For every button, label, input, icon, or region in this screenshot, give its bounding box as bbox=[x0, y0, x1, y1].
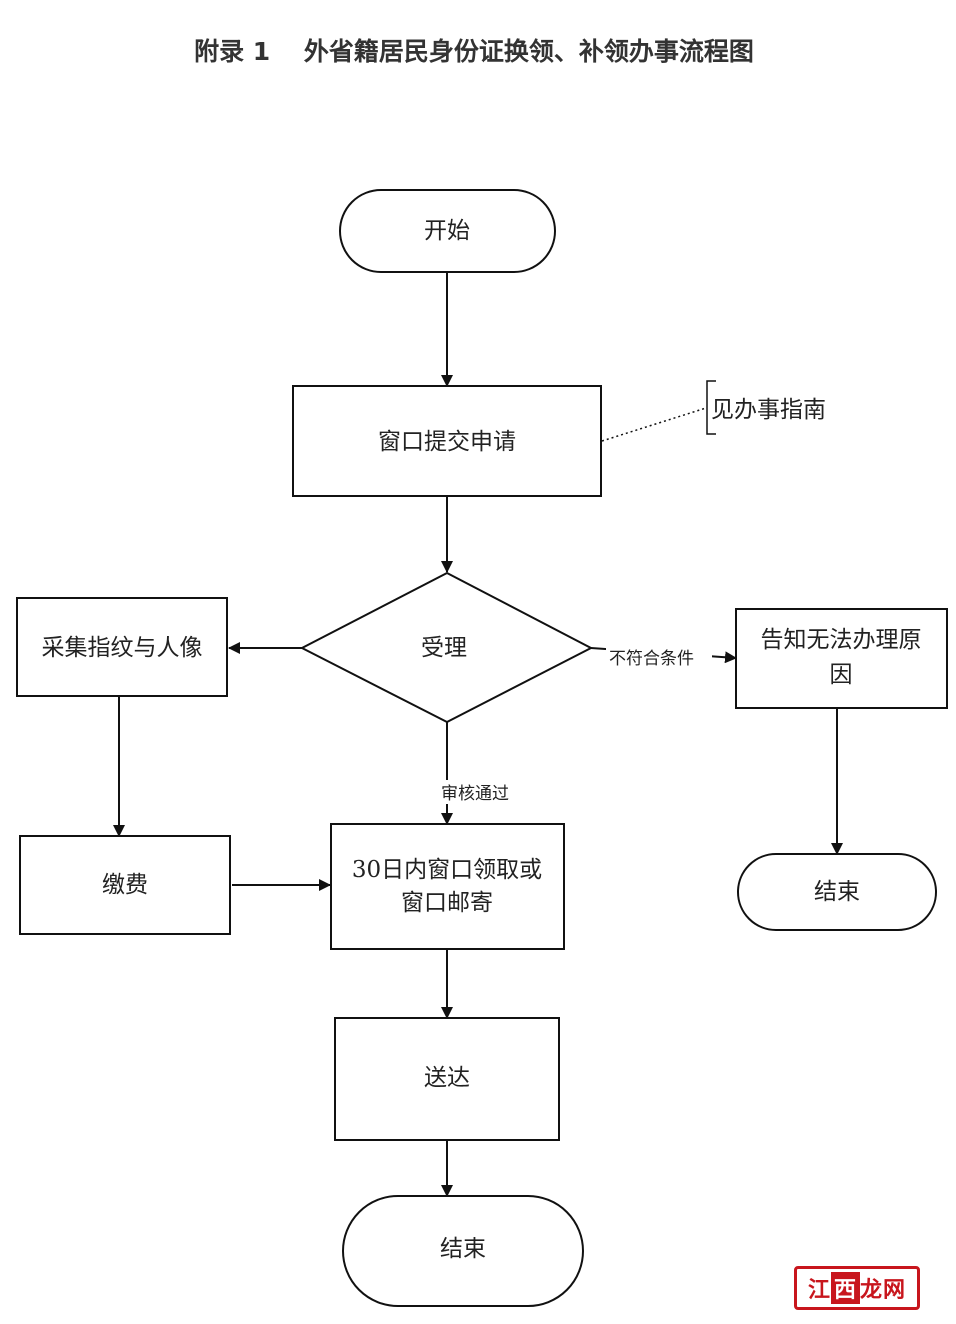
pickup-label-line1: 30日内窗口领取或 bbox=[352, 857, 542, 883]
annotation-bracket bbox=[706, 380, 716, 435]
collect-box bbox=[16, 597, 228, 697]
submit-label: 窗口提交申请 bbox=[378, 429, 516, 455]
pickup-label-line2: 窗口邮寄 bbox=[401, 890, 493, 916]
start-label: 开始 bbox=[424, 218, 470, 244]
notify-box bbox=[735, 608, 948, 709]
pay-label: 缴费 bbox=[102, 872, 148, 898]
end-right-terminal bbox=[737, 853, 937, 931]
end-bottom-label: 结束 bbox=[440, 1236, 486, 1262]
annotation-connector bbox=[601, 407, 707, 442]
pay-box bbox=[19, 835, 231, 935]
deliver-label: 送达 bbox=[424, 1065, 470, 1091]
watermark-part2: 西 bbox=[830, 1272, 860, 1304]
annotation-label: 见办事指南 bbox=[711, 397, 826, 423]
edge-label-not-qualified: 不符合条件 bbox=[609, 649, 694, 669]
accept-diamond bbox=[299, 571, 594, 724]
submit-box bbox=[292, 385, 602, 497]
end-right-label: 结束 bbox=[814, 879, 860, 905]
notify-label-line1: 告知无法办理原 bbox=[761, 627, 922, 653]
notify-label-line2: 因 bbox=[830, 662, 853, 688]
page-title: 附录 1 外省籍居民身份证换领、补领办事流程图 bbox=[194, 37, 754, 66]
collect-label: 采集指纹与人像 bbox=[42, 635, 203, 661]
watermark-part1: 江 bbox=[807, 1278, 831, 1303]
deliver-box bbox=[334, 1017, 560, 1141]
edge-label-approved: 审核通过 bbox=[441, 784, 509, 804]
site-watermark-logo: 江 西 龙网 bbox=[794, 1266, 920, 1310]
accept-label: 受理 bbox=[421, 635, 467, 661]
pickup-box bbox=[330, 823, 565, 950]
start-terminal bbox=[339, 189, 556, 273]
watermark-part3: 龙网 bbox=[860, 1278, 907, 1303]
end-bottom-terminal bbox=[342, 1195, 584, 1307]
